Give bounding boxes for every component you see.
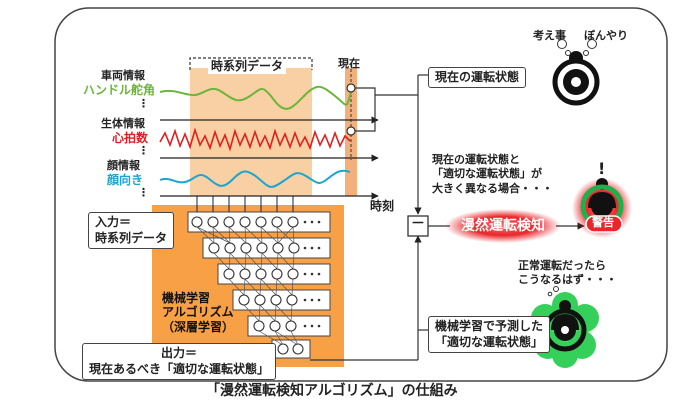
nn-ellipsis	[303, 220, 321, 328]
nn-connections	[196, 226, 299, 346]
ml-label-line1: 機械学習	[162, 291, 211, 305]
time-series-title: 時系列データ	[208, 59, 287, 74]
face-direction-signal-line	[159, 169, 351, 188]
signal-ellipsis-2: ⋮	[138, 144, 149, 157]
nn-nodes	[191, 216, 304, 355]
output-callout: 出力＝ 現在あるべき「適切な運転状態」	[82, 343, 277, 381]
now-sample-steering	[346, 83, 356, 93]
ml-label: 機械学習 アルゴリズム （深層学習）	[162, 291, 234, 334]
predicted-line2: 「適切な運転状態」	[435, 334, 544, 349]
now-sample-bracket	[355, 87, 376, 132]
detection-glow	[445, 209, 561, 243]
steering-signal-line	[159, 85, 353, 110]
input-callout-line1: 入力＝	[95, 215, 132, 229]
difference-operator: －	[411, 216, 425, 232]
signal-ellipsis-1: ⋮	[138, 97, 149, 110]
figure-caption: 「漫然運転検知アルゴリズム」の仕組み	[200, 383, 464, 400]
thought-label-daze: ぼんやり	[584, 29, 628, 42]
signal-category-vehicle: 車両情報	[101, 69, 145, 82]
signal-ellipsis-3: ⋮	[138, 186, 149, 199]
comparison-text: 現在の運転状態と 「適切な運転状態」が 大きく異なる場合・・・	[432, 153, 553, 196]
ml-label-line2: アルゴリズム	[162, 305, 234, 320]
heart-rate-signal-line	[159, 127, 351, 152]
comparison-line3: 大きく異なる場合・・・	[432, 181, 553, 195]
normal-thought-line1: 正常運転だったら	[518, 259, 606, 272]
normal-thought-line2: こうなるはず・・・	[518, 273, 617, 287]
driver-distracted-icon	[552, 51, 600, 106]
input-callout-line2: 時系列データ	[95, 230, 168, 245]
signal-category-face: 顔情報	[107, 159, 140, 172]
ml-label-line3: （深層学習）	[162, 319, 235, 334]
warning-label: 警告	[592, 216, 614, 229]
signal-name-steering: ハンドル舵角	[83, 83, 156, 97]
signal-name-face: 顔向き	[107, 173, 144, 187]
detection-label: 漫然運転検知	[461, 218, 545, 234]
now-sample-heart	[346, 126, 356, 136]
output-callout-line2: 現在あるべき「適切な運転状態」	[89, 361, 270, 376]
output-callout-line1: 出力＝	[161, 346, 198, 360]
thought-label-worry: 考え事	[533, 29, 566, 42]
now-label: 現在	[338, 57, 360, 70]
signal-name-heart: 心拍数	[112, 131, 149, 145]
thought-bubbles	[557, 39, 597, 56]
driver-warning-icon	[580, 178, 624, 228]
input-callout: 入力＝ 時系列データ	[88, 212, 175, 250]
predicted-line1: 機械学習で予測した	[435, 319, 544, 333]
warning-exclamation: !	[598, 159, 606, 178]
predicted-state-box: 機械学習で予測した 「適切な運転状態」	[428, 316, 551, 354]
warning-badge	[585, 215, 623, 233]
comparison-line1: 現在の運転状態と	[432, 153, 520, 166]
normal-thought-text: 正常運転だったら こうなるはず・・・	[518, 259, 617, 288]
time-series-band	[190, 68, 312, 196]
outer-frame	[54, 7, 668, 382]
time-series-bracket	[189, 57, 313, 70]
normal-thought-bubbles	[547, 286, 559, 297]
current-state-box: 現在の運転状態	[428, 67, 527, 88]
signal-category-bio: 生体情報	[101, 117, 145, 130]
comparison-line2: 「適切な運転状態」が	[432, 167, 542, 181]
time-axis-label: 時刻	[370, 199, 395, 213]
input-arrows	[196, 196, 294, 214]
